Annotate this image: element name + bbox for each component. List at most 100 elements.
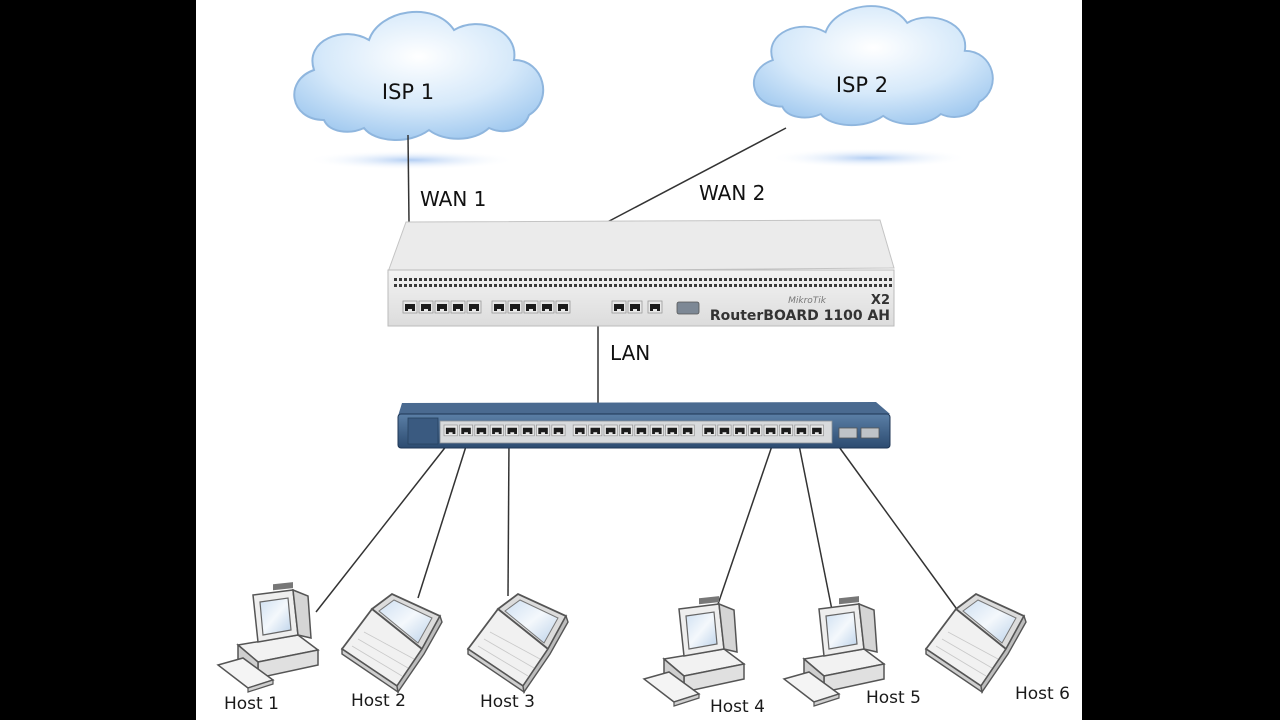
vent-hole <box>789 284 792 287</box>
vent-hole <box>469 278 472 281</box>
vent-hole <box>794 278 797 281</box>
router-port-1 <box>402 300 418 314</box>
vent-hole <box>484 278 487 281</box>
vent-hole <box>429 284 432 287</box>
switch-port-3 <box>474 424 489 437</box>
vent-hole <box>809 284 812 287</box>
vent-hole <box>554 284 557 287</box>
router-port-13 <box>647 300 663 314</box>
vent-hole <box>839 278 842 281</box>
host-6-label: Host 6 <box>1015 684 1070 704</box>
vent-hole <box>819 284 822 287</box>
vent-hole <box>454 284 457 287</box>
vent-hole <box>624 278 627 281</box>
host5-link <box>797 439 833 611</box>
vent-hole <box>599 284 602 287</box>
vent-hole <box>794 284 797 287</box>
vent-hole <box>529 284 532 287</box>
vent-hole <box>539 278 542 281</box>
host-2-label: Host 2 <box>351 691 406 711</box>
vent-hole <box>564 284 567 287</box>
vent-hole <box>759 284 762 287</box>
switch-port-12 <box>618 424 634 437</box>
vent-hole <box>509 284 512 287</box>
router-port-2 <box>418 300 434 314</box>
router-port-8 <box>523 300 539 314</box>
vent-hole <box>824 278 827 281</box>
router-serial-port <box>676 301 700 315</box>
vent-hole <box>849 278 852 281</box>
host6-link <box>833 439 957 609</box>
vent-hole <box>634 278 637 281</box>
vent-hole <box>579 278 582 281</box>
vent-hole <box>864 278 867 281</box>
vent-hole <box>754 284 757 287</box>
router-port-12 <box>627 300 643 314</box>
vent-hole <box>804 284 807 287</box>
router-badge: X2 <box>871 293 890 308</box>
switch-port-23 <box>794 424 809 437</box>
vent-hole <box>799 284 802 287</box>
vent-hole <box>539 284 542 287</box>
vent-hole <box>694 278 697 281</box>
vent-hole <box>414 284 417 287</box>
switch-port-20 <box>748 424 763 437</box>
vent-hole <box>424 278 427 281</box>
host-1-label: Host 1 <box>224 694 279 714</box>
vent-hole <box>614 284 617 287</box>
switch-uplink-port-1 <box>838 427 858 439</box>
vent-hole <box>449 278 452 281</box>
vent-hole <box>724 278 727 281</box>
vent-hole <box>574 284 577 287</box>
vent-hole <box>629 278 632 281</box>
vent-hole <box>584 284 587 287</box>
vent-hole <box>859 278 862 281</box>
vent-hole <box>474 284 477 287</box>
host-3-label: Host 3 <box>480 692 535 712</box>
vent-hole <box>434 284 437 287</box>
vent-hole <box>819 278 822 281</box>
vent-hole <box>479 284 482 287</box>
vent-hole <box>549 284 552 287</box>
vent-hole <box>494 284 497 287</box>
vent-hole <box>879 284 882 287</box>
vent-hole <box>629 284 632 287</box>
vent-hole <box>644 278 647 281</box>
vent-hole <box>584 278 587 281</box>
vent-hole <box>574 278 577 281</box>
vent-hole <box>464 278 467 281</box>
switch-port-19 <box>732 424 747 437</box>
vent-hole <box>394 284 397 287</box>
vent-hole <box>439 284 442 287</box>
switch-port-21 <box>763 424 778 437</box>
vent-hole <box>699 278 702 281</box>
host2-link <box>417 439 469 599</box>
vent-hole <box>519 278 522 281</box>
switch-port-17 <box>701 424 717 437</box>
vent-hole <box>524 284 527 287</box>
vent-hole <box>689 284 692 287</box>
vent-hole <box>479 278 482 281</box>
vent-hole <box>704 284 707 287</box>
vent-hole <box>709 284 712 287</box>
vent-hole <box>719 278 722 281</box>
switch-port-2 <box>458 424 474 437</box>
vent-hole <box>409 284 412 287</box>
vent-hole <box>559 284 562 287</box>
vent-hole <box>639 278 642 281</box>
isp1-cloud-shadow <box>306 150 516 170</box>
vent-hole <box>824 284 827 287</box>
vent-hole <box>734 278 737 281</box>
vent-hole <box>719 284 722 287</box>
vent-hole <box>549 278 552 281</box>
vent-hole <box>784 278 787 281</box>
vent-hole <box>534 278 537 281</box>
switch-port-15 <box>665 424 680 437</box>
vent-hole <box>699 284 702 287</box>
vent-hole <box>789 278 792 281</box>
vent-hole <box>554 278 557 281</box>
vent-hole <box>639 284 642 287</box>
vent-hole <box>579 284 582 287</box>
vent-hole <box>644 284 647 287</box>
vent-hole <box>519 284 522 287</box>
